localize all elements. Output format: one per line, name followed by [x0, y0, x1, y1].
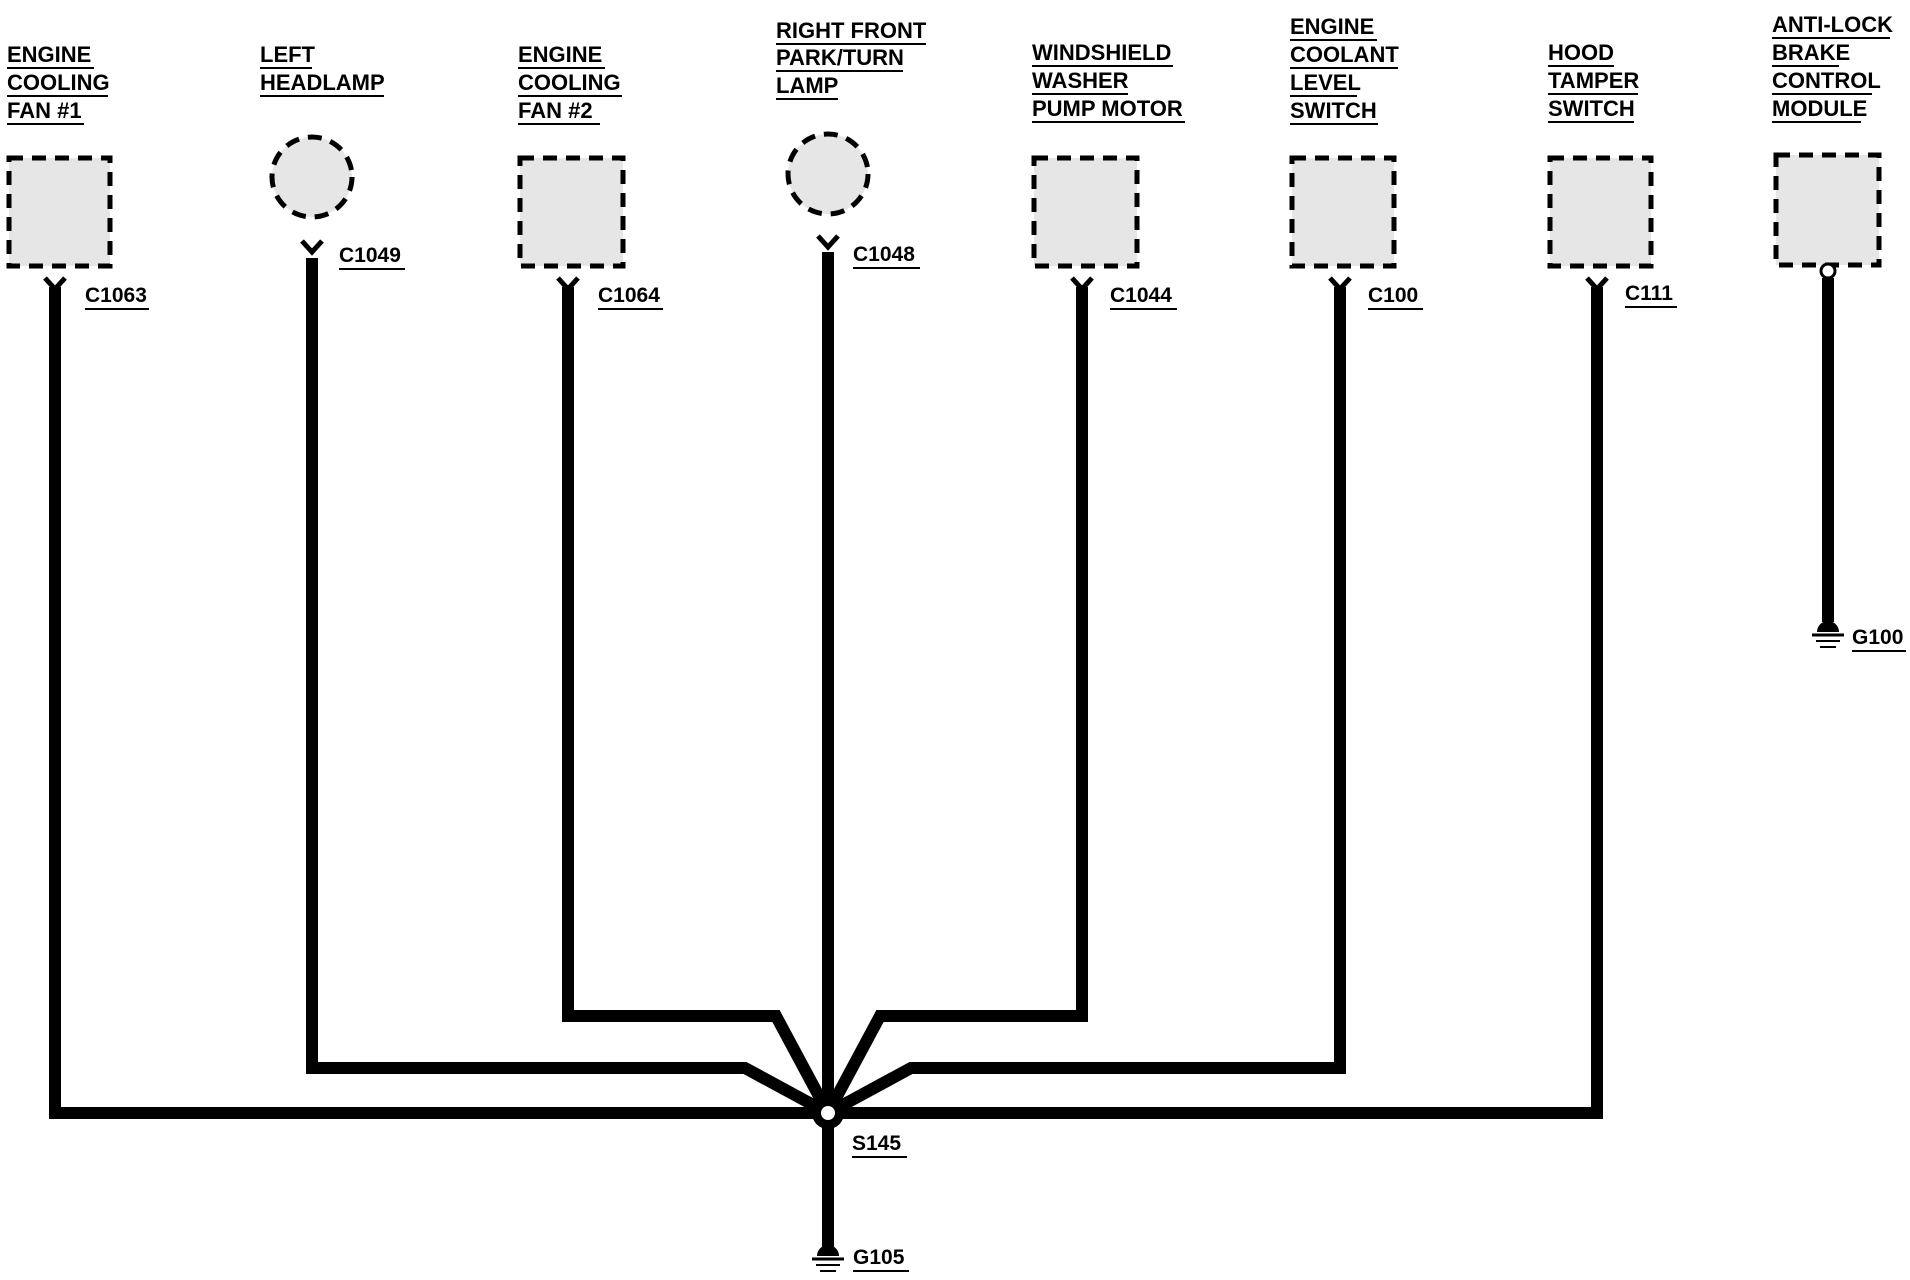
- component-label-line: SWITCH: [1548, 96, 1635, 121]
- wire-engine-cooling-fan-1: [49, 287, 828, 1119]
- component-label-line: PARK/TURN: [776, 45, 904, 70]
- ground-label: G100: [1852, 626, 1903, 649]
- component-hood-tamper-switch: HOOD TAMPER SWITCH C111: [1547, 40, 1677, 308]
- connector-symbol: [816, 234, 840, 251]
- splice-s145: S145: [812, 1097, 907, 1158]
- ground-g100: G100: [1812, 621, 1906, 652]
- connector-symbol: [1328, 276, 1352, 293]
- component-label-line: RIGHT FRONT: [776, 18, 927, 43]
- component-box: [1547, 155, 1654, 269]
- component-label-line: BRAKE: [1772, 40, 1850, 65]
- connector-symbol: [1585, 276, 1609, 293]
- connector-label: C1064: [598, 284, 660, 307]
- component-label-line: LEVEL: [1290, 70, 1361, 95]
- component-circle: [785, 131, 871, 217]
- wire-windshield-washer-pump-motor: [822, 287, 1088, 1116]
- component-label-line: PUMP MOTOR: [1032, 96, 1183, 121]
- connector-symbol: [1070, 276, 1094, 293]
- component-label-line: FAN #2: [518, 98, 593, 123]
- component-label-line: MODULE: [1772, 96, 1867, 121]
- component-label-line: FAN #1: [7, 98, 82, 123]
- component-label-line: ENGINE: [7, 42, 91, 67]
- component-left-headlamp: LEFT HEADLAMP C1049: [260, 42, 405, 270]
- component-anti-lock-brake-control-module: ANTI-LOCK BRAKE CONTROL MODULE: [1772, 12, 1893, 280]
- connector-symbol: [300, 239, 324, 256]
- component-label-line: TAMPER: [1548, 68, 1639, 93]
- connector-label: C1044: [1110, 284, 1172, 307]
- component-right-front-park-turn-lamp: RIGHT FRONT PARK/TURN LAMP C1048: [776, 18, 927, 269]
- component-box: [1289, 155, 1397, 269]
- connector-label: C1049: [339, 244, 401, 267]
- component-label-line: COOLING: [518, 70, 621, 95]
- component-label-line: WINDSHIELD: [1032, 40, 1171, 65]
- component-label-line: LAMP: [776, 73, 838, 98]
- ground-icon: [1817, 621, 1839, 632]
- component-box: [517, 155, 626, 269]
- component-engine-coolant-level-switch: ENGINE COOLANT LEVEL SWITCH C100: [1289, 14, 1423, 310]
- wire-engine-cooling-fan-2: [562, 287, 834, 1116]
- component-engine-cooling-fan-2: ENGINE COOLING FAN #2 C1064: [517, 42, 663, 310]
- component-label-line: ANTI-LOCK: [1772, 12, 1893, 37]
- wire-left-headlamp: [306, 258, 831, 1119]
- component-circle: [269, 134, 355, 220]
- component-label-line: ENGINE: [518, 42, 602, 67]
- component-label-line: WASHER: [1032, 68, 1129, 93]
- component-box: [1773, 152, 1882, 268]
- ground-icon: [817, 1245, 839, 1256]
- wire-hood-tamper-switch: [828, 287, 1603, 1119]
- component-box: [1031, 155, 1140, 269]
- ground-g105: G105: [812, 1245, 909, 1272]
- component-engine-cooling-fan-1: ENGINE COOLING FAN #1 C1063: [6, 42, 149, 310]
- component-label-line: ENGINE: [1290, 14, 1374, 39]
- component-label-line: COOLING: [7, 70, 110, 95]
- wires: [49, 252, 1834, 1248]
- terminal-point: [1819, 262, 1837, 280]
- component-label-line: SWITCH: [1290, 98, 1377, 123]
- ground-label: G105: [853, 1246, 905, 1269]
- component-label-line: LEFT: [260, 42, 316, 67]
- splice-label: S145: [852, 1132, 901, 1155]
- component-box: [6, 155, 113, 269]
- connector-label: C1048: [853, 243, 915, 266]
- component-windshield-washer-pump-motor: WINDSHIELD WASHER PUMP MOTOR C1044: [1031, 40, 1185, 310]
- wire-engine-coolant-level-switch: [825, 287, 1346, 1119]
- connector-label: C100: [1368, 284, 1418, 307]
- component-label-line: HEADLAMP: [260, 70, 385, 95]
- connector-symbol: [43, 276, 67, 293]
- connector-label: C1063: [85, 284, 147, 307]
- component-label-line: CONTROL: [1772, 68, 1881, 93]
- connector-label: C111: [1625, 282, 1673, 305]
- component-label-line: COOLANT: [1290, 42, 1399, 67]
- component-label-line: HOOD: [1548, 40, 1614, 65]
- connector-symbol: [556, 276, 580, 293]
